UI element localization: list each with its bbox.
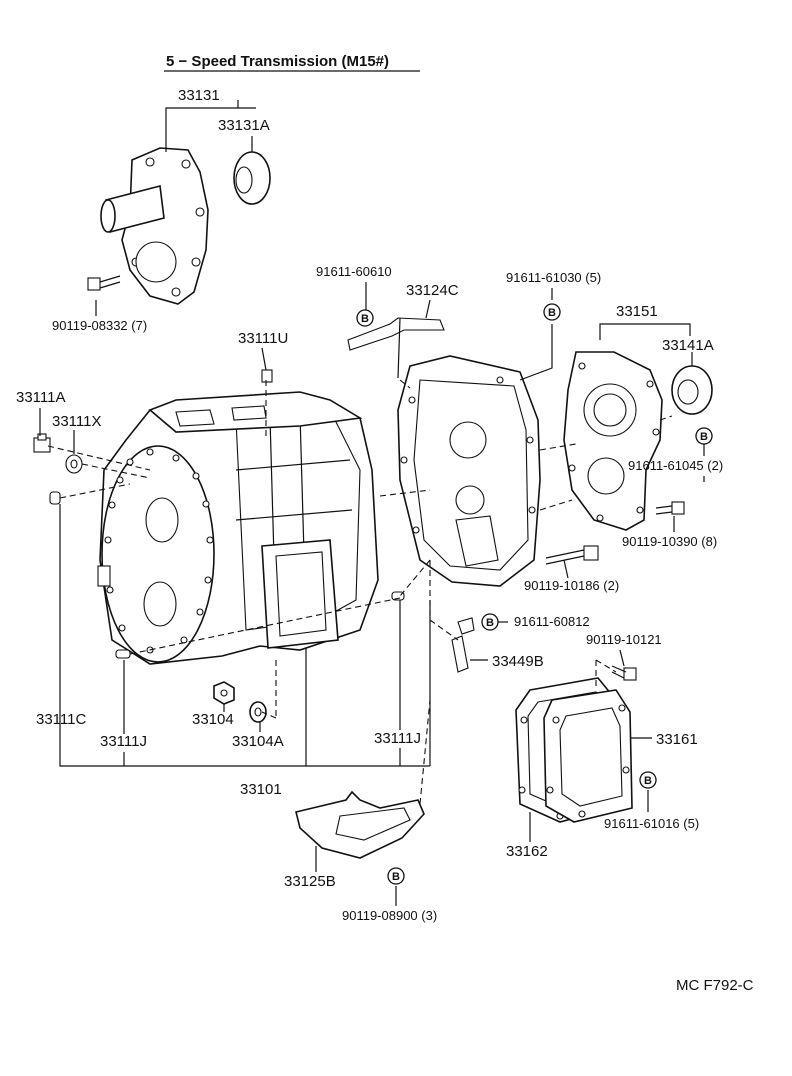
washer-33104A: [249, 701, 267, 723]
label-33131A: 33131A: [218, 117, 270, 134]
svg-text:B: B: [548, 307, 556, 319]
diagram-title: 5 − Speed Transmission (M15#): [166, 53, 389, 70]
plug-33111X: [65, 454, 83, 474]
oil-seal-33141A: [671, 365, 713, 415]
svg-text:B: B: [644, 775, 652, 787]
undercover-33125B: [295, 790, 425, 859]
svg-text:B: B: [392, 871, 400, 883]
bolt-marker-91611-60812: B: [481, 613, 499, 631]
svg-text:B: B: [486, 617, 494, 629]
bracket-33449B: [451, 617, 475, 673]
label-33151: 33151: [616, 303, 658, 320]
plug-33111A: [33, 433, 51, 453]
label-33124C: 33124C: [406, 282, 459, 299]
bolt-90119-08332: [87, 275, 121, 291]
label-33131: 33131: [178, 87, 220, 104]
label-33449B: 33449B: [492, 653, 544, 670]
nut-33104: [213, 681, 235, 705]
rear-housing: [563, 351, 663, 531]
bolt-marker-91611-61045: B: [695, 427, 713, 445]
oil-seal-33131A: [233, 151, 271, 205]
label-91611-60812: 91611-60812: [514, 614, 590, 629]
label-33104A: 33104A: [232, 733, 284, 750]
label-33125B: 33125B: [284, 873, 336, 890]
transmission-case: [97, 391, 379, 665]
bolt-90119-10390: [655, 501, 685, 515]
shift-lever-33124C: [347, 317, 445, 379]
reference-code: MC F792-C: [676, 977, 754, 994]
bolt-marker-91611-61030: B: [543, 303, 561, 321]
bolt-marker-91611-60610: B: [356, 309, 374, 327]
label-33161: 33161: [656, 731, 698, 748]
label-90119-10121: 90119-10121: [586, 632, 662, 647]
bolt-marker-91611-61016: B: [639, 771, 657, 789]
label-33162: 33162: [506, 843, 548, 860]
label-90119-10390: 90119-10390 (8): [622, 534, 717, 549]
label-33111A: 33111A: [16, 389, 66, 406]
leader-lines: [39, 100, 705, 906]
cover-33161: [543, 689, 633, 823]
bolt-90119-10121: [611, 665, 637, 681]
gasket-plate-33111U: [261, 369, 273, 383]
svg-text:B: B: [700, 431, 708, 443]
alignment-lines: [47, 379, 673, 805]
label-91611-61045: 91611-61045 (2): [628, 458, 723, 473]
pin-33111C: [49, 491, 61, 505]
label-33111C: 33111C: [36, 711, 86, 728]
label-90119-10186: 90119-10186 (2): [524, 578, 619, 593]
bolt-marker-90119-08900: B: [387, 867, 405, 885]
label-33111J-left: 33111J: [100, 733, 147, 750]
label-90119-08900: 90119-08900 (3): [342, 908, 437, 923]
intermediate-plate: [397, 355, 541, 587]
bolt-90119-10186: [545, 545, 599, 565]
label-33141A: 33141A: [662, 337, 714, 354]
label-33104: 33104: [192, 711, 234, 728]
label-91611-61016: 91611-61016 (5): [604, 816, 699, 831]
label-90119-08332: 90119-08332 (7): [52, 318, 147, 333]
svg-text:B: B: [361, 313, 369, 325]
label-33101: 33101: [240, 781, 282, 798]
pin-33111J-left: [115, 649, 131, 659]
label-33111U: 33111U: [238, 330, 288, 347]
extension-housing: [100, 147, 209, 305]
label-91611-60610: 91611-60610: [316, 264, 392, 279]
label-33111J-right: 33111J: [374, 730, 421, 747]
label-33111X: 33111X: [52, 413, 102, 430]
label-91611-61030: 91611-61030 (5): [506, 270, 601, 285]
